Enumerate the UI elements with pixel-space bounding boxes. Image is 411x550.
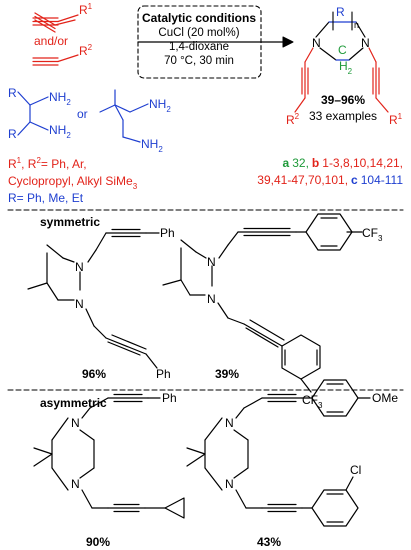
diamine-2 <box>99 89 149 143</box>
sym-yield-2: 39% <box>215 367 239 381</box>
alkyne-r1 <box>34 12 76 33</box>
product-bracket <box>332 11 353 31</box>
asym2-ome: OMe <box>372 391 398 405</box>
asym-compound-2 <box>186 379 371 527</box>
asymmetric-heading: asymmetric <box>40 396 107 410</box>
alkyne-r2-triple <box>32 54 79 66</box>
sym-compound-2 <box>162 213 363 393</box>
sym2-cf3-bottom: CF3 <box>302 393 323 410</box>
alkyne-r2-label: R2 <box>79 43 93 58</box>
product-n-left: N <box>312 36 321 50</box>
diamine1-nh2-bottom: NH2 <box>49 123 71 140</box>
asym2-n-top: N <box>225 416 234 430</box>
sym1-ph-bottom: Ph <box>156 367 171 381</box>
diamine2-nh2-top: NH2 <box>149 97 171 114</box>
sym1-n-bottom: N <box>75 297 84 311</box>
product-right-arm <box>368 47 389 113</box>
sym2-n-bottom: N <box>207 292 216 306</box>
product-yield-range: 39–96% <box>321 93 365 107</box>
product-r1: R1 <box>389 112 403 127</box>
conditions-solvent: 1,4-dioxane <box>169 41 229 53</box>
conditions-catalyst: CuCl (20 mol%) <box>158 27 239 39</box>
r1-r2-definition-line2: Cyclopropyl, Alkyl SiMe3 <box>8 174 138 191</box>
alkyne-r1-triple <box>32 14 79 26</box>
r-groups-definition: R= Ph, Me, Et <box>8 191 84 205</box>
diamine-1 <box>17 91 49 136</box>
asym1-n-top: N <box>71 416 80 430</box>
sym2-cf3-top: CF3 <box>362 226 383 243</box>
asym-yield-1: 90% <box>86 535 110 549</box>
diamine2-nh2-bottom: NH2 <box>141 137 163 154</box>
sym2-n-top: N <box>207 255 216 269</box>
product-ring-r: R <box>336 5 345 19</box>
product-n-right: N <box>361 36 370 50</box>
arrow-head <box>282 36 294 48</box>
asym-yield-2: 43% <box>257 535 281 549</box>
and-or-label: and/or <box>34 34 68 48</box>
conditions-title: Catalytic conditions <box>142 11 256 25</box>
symmetric-heading: symmetric <box>40 215 100 229</box>
conditions-temp-time: 70 °C, 30 min <box>164 55 234 67</box>
asym1-ph: Ph <box>162 391 177 405</box>
sym-yield-1: 96% <box>82 367 106 381</box>
product-ring-n-index: n <box>354 20 359 30</box>
sym1-n-top: N <box>75 260 84 274</box>
product-c: C <box>338 43 347 57</box>
asym1-n-bottom: N <box>71 477 80 491</box>
asym2-n-bottom: N <box>225 477 234 491</box>
r1-r2-definition-line1: R1, R2= Ph, Ar, <box>8 156 87 171</box>
diamine-or-label: or <box>77 107 88 121</box>
diamine1-nh2-top: NH2 <box>49 90 71 107</box>
diamine1-r-top: R <box>8 86 17 100</box>
product-left-arm <box>294 47 314 113</box>
product-examples: 33 examples <box>309 109 377 123</box>
product-r2: R2 <box>286 112 300 127</box>
alkyne-r1-label: R1 <box>79 2 93 17</box>
sym1-ph-top: Ph <box>160 226 175 240</box>
diamine1-r-bottom: R <box>8 127 17 141</box>
product-h2: H2 <box>339 59 353 76</box>
sym-compound-1 <box>27 228 160 369</box>
asym-compound-1 <box>33 393 185 519</box>
product-ring <box>315 21 366 61</box>
asym2-cl: Cl <box>350 463 361 477</box>
